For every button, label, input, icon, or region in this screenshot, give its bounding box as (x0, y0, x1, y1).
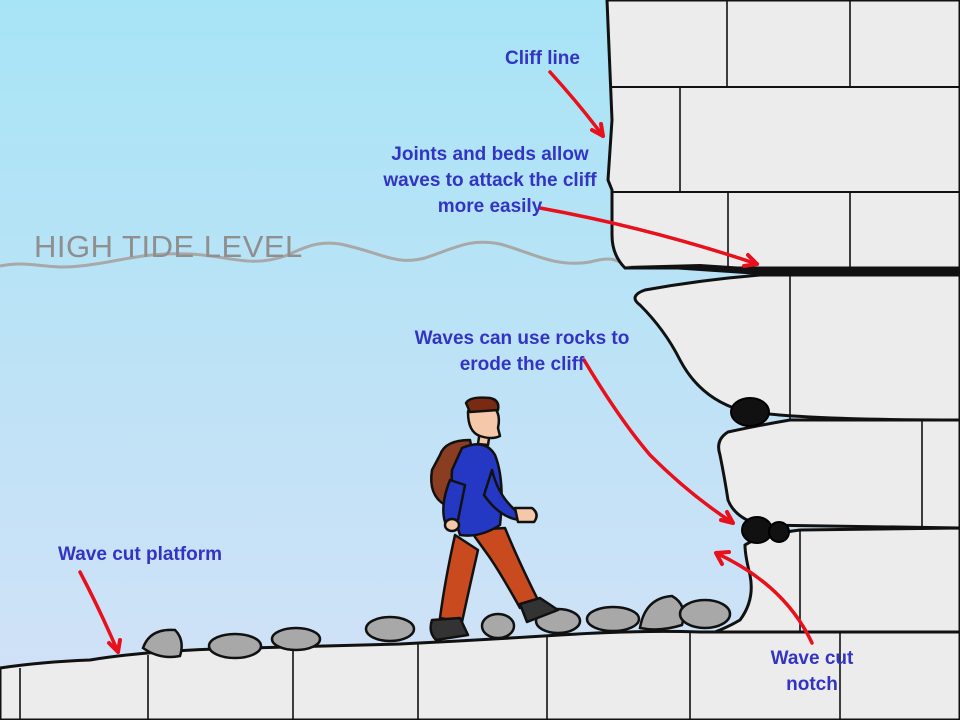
pebble (585, 605, 641, 633)
high-tide-line (0, 240, 621, 269)
wave-cut-platform-label: Wave cut platform (58, 544, 222, 565)
pebble (141, 628, 183, 659)
cliff-overhang-block (633, 273, 960, 422)
wave-cut-notch-label: Wave cut notch (752, 646, 872, 698)
high-tide-label: HIGH TIDE LEVEL (34, 229, 303, 264)
joints-label-line-2: waves to attack the cliff (383, 170, 597, 191)
cliff-upper-block (605, 0, 960, 270)
pebble (364, 615, 416, 643)
joints-label: Joints and beds allow waves to attack th… (360, 142, 620, 220)
arrow-joints (538, 206, 759, 268)
arrow-rocks (582, 358, 735, 525)
pebble (480, 612, 516, 640)
annotation-arrows (78, 70, 814, 654)
dark-boulder (730, 397, 770, 427)
pebble (270, 626, 322, 652)
dark-boulder (768, 521, 790, 543)
arrow-cliff-line (548, 70, 605, 138)
dark-boulders (730, 397, 790, 544)
waves-rocks-label-line-1: Waves can use rocks to (414, 328, 630, 349)
waves-rocks-label-line-2: erode the cliff (459, 354, 585, 375)
waves-rocks-label: Waves can use rocks to erode the cliff (392, 326, 652, 378)
joints-label-line-3: more easily (437, 196, 543, 217)
wave-cut-notch-label-line-2: notch (786, 674, 838, 695)
cliff-middle-block (717, 418, 960, 530)
arrow-platform (78, 570, 122, 654)
cliff-line-label: Cliff line (505, 48, 580, 69)
cliff-joint-crack (625, 264, 960, 275)
pebble (678, 598, 732, 630)
wave-cut-notch-label-line-1: Wave cut (770, 648, 854, 669)
joints-label-line-1: Joints and beds allow (391, 144, 589, 165)
hiker-figure (429, 396, 560, 642)
dark-boulder (741, 516, 773, 544)
arrow-notch (714, 550, 814, 645)
pebble (207, 632, 263, 660)
